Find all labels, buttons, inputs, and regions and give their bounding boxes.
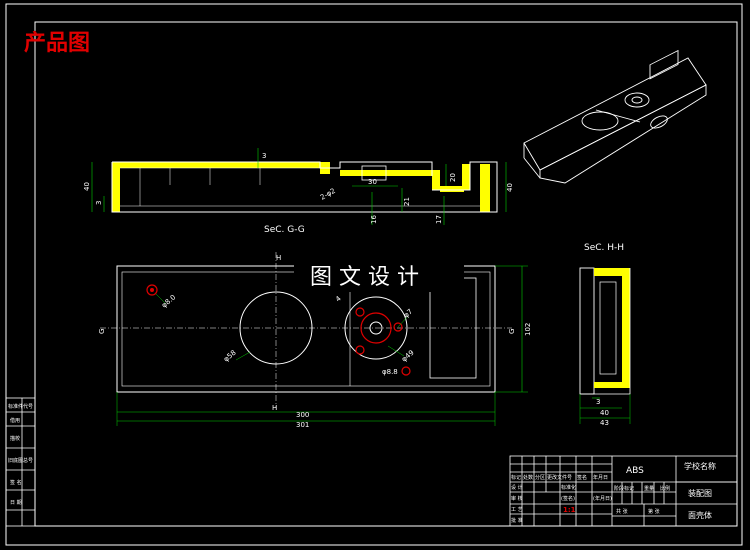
- watermark-backdrop: [294, 256, 464, 292]
- tb-row-1: 设 计: [511, 484, 523, 491]
- tb-mid-4: 阶段标记: [614, 485, 634, 492]
- section-hh-view: [579, 267, 631, 424]
- hh-dim-40: 40: [600, 409, 609, 417]
- title-part-name: 面壳体: [688, 510, 712, 520]
- tb-mid-5: 重量: [644, 485, 654, 492]
- tb-row-2: 审 核: [511, 495, 523, 502]
- plan-dim-phi8: φ8.0: [160, 293, 177, 309]
- plan-view: [100, 252, 528, 426]
- gg-dim-20: 20: [449, 173, 457, 182]
- tb-header-6: 年月日: [593, 474, 608, 481]
- section-gg-label: SeC. G-G: [264, 225, 305, 235]
- gg-dim-17: 17: [435, 215, 443, 224]
- gg-dim-40-right: 40: [506, 183, 514, 192]
- left-cell-4: 旧底图总号: [8, 457, 33, 464]
- title-drawing-name: 装配图: [688, 488, 712, 498]
- gg-dim-2phi2: 2-φ2: [319, 187, 337, 202]
- gg-dim-3-left: 3: [95, 201, 103, 205]
- gg-top-wall: [120, 162, 320, 168]
- plan-dim-phi8b: φ8.8: [382, 368, 398, 376]
- plan-marker-g-left: G: [98, 329, 106, 334]
- plan-marker-g-right: G: [508, 329, 516, 334]
- gg-slot-left: [432, 170, 440, 190]
- gg-slot-bottom: [440, 186, 464, 192]
- inner-frame: [34, 21, 738, 527]
- plan-dim-300: 300: [296, 411, 309, 419]
- tb-row-4: 批 准: [511, 517, 523, 524]
- plan-dim-phi58: φ58: [222, 349, 238, 364]
- tb-mid-2: (签名): [561, 495, 575, 502]
- tb-mid-6: 比例: [660, 485, 670, 492]
- tb-header-4: 更改文件号: [547, 474, 572, 481]
- plan-dim-phi49: φ49: [400, 349, 416, 364]
- tb-row-3: 工 艺: [511, 507, 523, 513]
- tb-bottom-1: 共 张: [616, 508, 628, 515]
- gg-dim-3-top: 3: [262, 152, 266, 160]
- tb-mid-1: 标准化: [561, 484, 576, 491]
- outer-frame: [5, 3, 743, 546]
- left-cell-6: 日 期: [10, 500, 22, 506]
- plan-dim-102: 102: [524, 323, 532, 336]
- gg-dim-30: 30: [368, 178, 377, 186]
- plan-dim-phi7: φ7: [402, 308, 414, 320]
- tb-header-1: 标记: [511, 474, 521, 481]
- title-material: ABS: [626, 466, 644, 476]
- section-gg-view: [91, 148, 507, 225]
- left-cell-2: 借用: [10, 417, 20, 424]
- plan-dim-4: 4: [334, 294, 343, 303]
- title-scale: 1:1: [563, 506, 576, 514]
- isometric-product-view: [523, 49, 707, 184]
- plan-marker-h-top: H: [276, 254, 281, 262]
- tb-header-5: 签名: [577, 474, 587, 481]
- gg-slot-right: [462, 164, 470, 190]
- gg-left-wall: [112, 162, 120, 212]
- title-block: [509, 455, 738, 527]
- page-title: 产品图: [24, 31, 90, 56]
- watermark-text: 图 文 设 计: [310, 265, 419, 290]
- gg-dim-21: 21: [403, 197, 411, 206]
- tb-header-2: 处数: [523, 474, 533, 481]
- plan-dim-301: 301: [296, 421, 309, 429]
- left-cell-5: 签 名: [10, 479, 22, 486]
- title-school: 学校名称: [684, 461, 716, 471]
- gg-dim-40-left: 40: [83, 182, 91, 191]
- gg-dim-16: 16: [370, 215, 378, 224]
- hh-dim-43: 43: [600, 419, 609, 427]
- gg-right-wall: [480, 164, 490, 212]
- tb-bottom-2: 第 张: [648, 508, 660, 515]
- hh-dim-3: 3: [596, 398, 600, 406]
- left-cell-1: 标准件代号: [8, 403, 33, 410]
- section-hh-label: SeC. H-H: [584, 243, 624, 253]
- left-side-panel: [5, 397, 36, 527]
- plan-marker-h-bottom: H: [272, 404, 277, 412]
- left-cell-3: 描校: [10, 435, 20, 442]
- tb-mid-3: (年月日): [593, 495, 612, 502]
- tb-header-3: 分区: [535, 474, 545, 481]
